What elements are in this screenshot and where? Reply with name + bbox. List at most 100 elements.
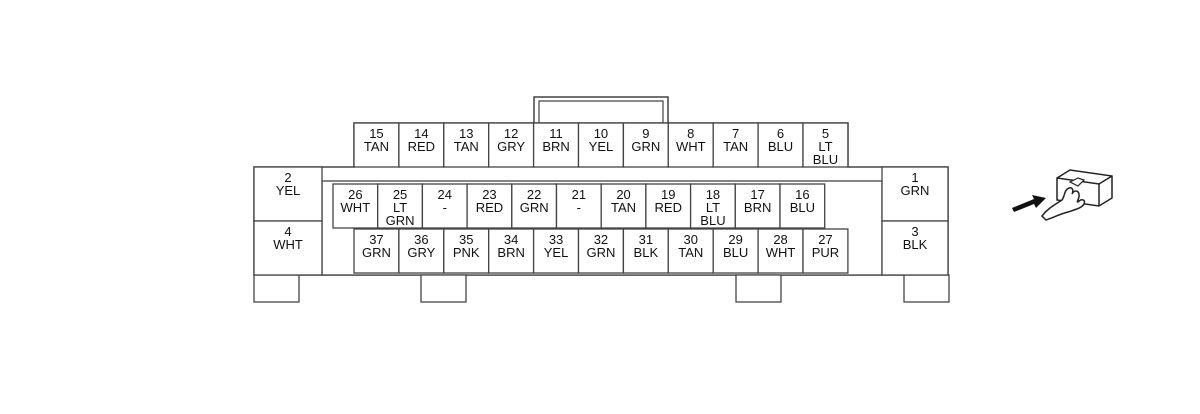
wire-color: GRN [631,139,660,154]
pin-cell [353,228,400,274]
hand-probe-connector-icon [1012,169,1113,221]
wire-color: YEL [589,139,614,154]
pin-number: 11 [549,126,563,141]
wire-color: YEL [544,245,569,260]
wire-color: PUR [812,245,839,260]
pin-number: 33 [549,232,563,247]
pin-number: 23 [482,187,496,202]
pin-cell [443,228,490,274]
pin-cell [532,228,580,274]
wire-color: GRN [362,245,391,260]
wire-color: BLU [723,245,748,260]
pin-number: 28 [773,232,787,247]
pin-cell [622,122,669,168]
pin-number: 12 [504,126,518,141]
pin-cell [353,122,400,168]
pin-cell [466,183,513,229]
pin-cell [253,166,323,222]
pin-cell [689,183,736,229]
pin-cell [532,122,580,168]
pin-number: 9 [642,126,649,141]
pin-number: 8 [687,126,694,141]
wire-color: WHT [273,237,303,252]
pin-number: 10 [594,126,608,141]
pin-cell [881,220,949,276]
pin-number: 31 [639,232,653,247]
wire-color: GRN [520,200,549,215]
pin-cell [488,228,535,274]
pin-24: 24- [421,183,468,229]
wire-color: GRN [901,183,930,198]
pin-cell [712,122,759,168]
wire-color: BLU [790,200,815,215]
wire-color: WHT [766,245,796,260]
pin-number: 18 [706,187,720,202]
wire-color: BLU [768,139,793,154]
wire-color: WHT [676,139,706,154]
wire-color: BRN [497,245,524,260]
pin-number: 24 [438,187,452,202]
pin-number: 19 [661,187,675,202]
wire-color: BRN [542,139,569,154]
pin-number: 27 [818,232,832,247]
pin-cell [757,228,804,274]
wire-color: WHT [341,200,371,215]
wire-color: TAN [723,139,748,154]
pin-number: 2 [284,170,291,185]
pin-cell [421,183,468,229]
pin-cell [577,228,625,274]
pin-number: 14 [414,126,428,141]
pin-cell [443,122,490,168]
pin-cell [398,122,445,168]
pin-number: 35 [459,232,473,247]
wire-color: BLK [634,245,659,260]
wire-color: GRY [407,245,435,260]
pin-number: 21 [572,187,586,202]
wire-color: BRN [744,200,771,215]
pin-cell [377,183,424,229]
wire-color: GRN [587,245,616,260]
pin-21: 21- [555,183,602,229]
pin-cell [734,183,781,229]
pin-number: 4 [284,224,291,239]
pin-number: 13 [459,126,473,141]
pin-number: 1 [911,170,918,185]
pin-cell [802,122,849,168]
pin-number: 15 [369,126,383,141]
pin-cell [555,183,602,229]
pin-number: 26 [348,187,362,202]
pin-number: 30 [684,232,698,247]
pin-cell [712,228,759,274]
wire-color: RED [408,139,435,154]
wire-color: GRY [497,139,525,154]
